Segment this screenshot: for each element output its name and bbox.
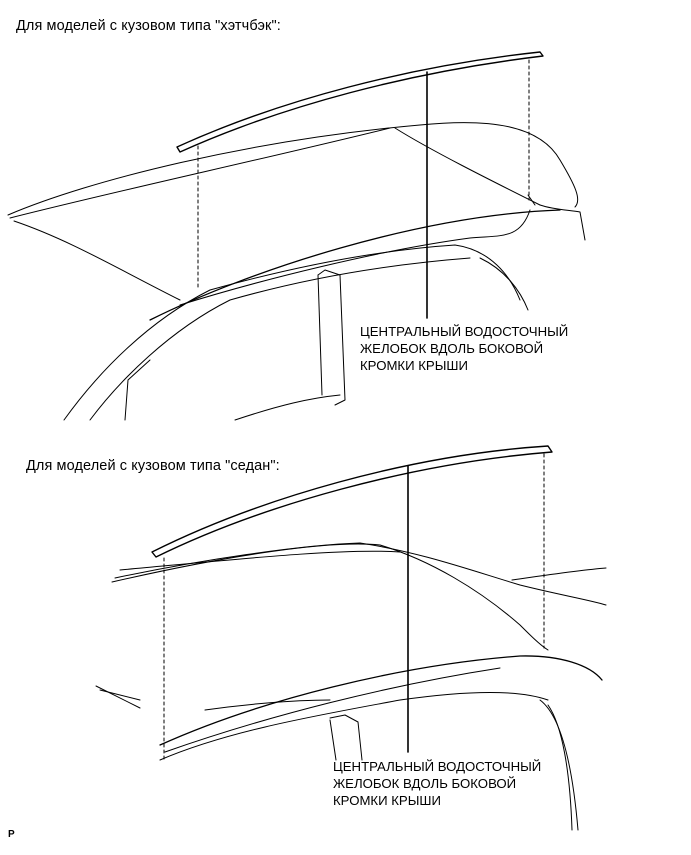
hatchback-caption: Для моделей с кузовом типа "хэтчбэк": (16, 18, 281, 34)
sedan-illustration (95, 445, 607, 831)
sedan-moulding (151, 445, 553, 558)
hatchback-part-label: ЦЕНТРАЛЬНЫЙ ВОДОСТОЧНЫЙ ЖЕЛОБОК ВДОЛЬ БО… (360, 324, 569, 373)
hatchback-illustration (7, 51, 586, 421)
sedan-caption: Для моделей с кузовом типа "седан": (26, 458, 280, 474)
sedan-part-label: ЦЕНТРАЛЬНЫЙ ВОДОСТОЧНЫЙ ЖЕЛОБОК ВДОЛЬ БО… (333, 759, 542, 808)
hatchback-moulding (176, 51, 544, 153)
figure-code: P (8, 829, 15, 840)
